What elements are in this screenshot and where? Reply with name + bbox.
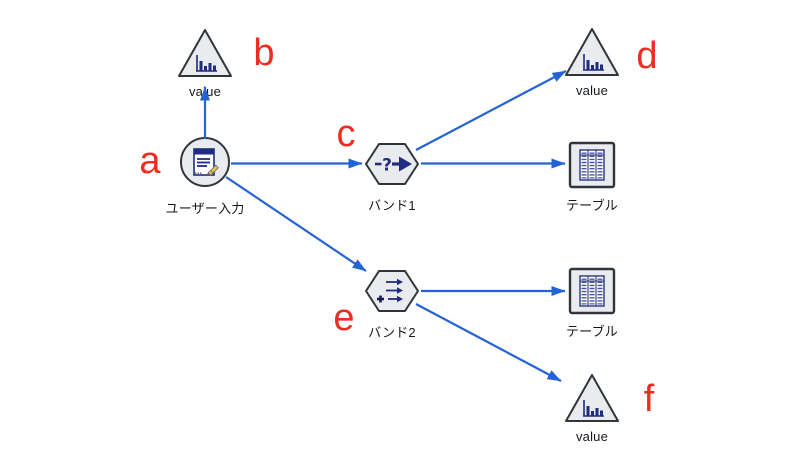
table-icon <box>579 275 605 307</box>
node-label: バンド2 <box>368 325 416 340</box>
annotation-letter-b: b <box>253 32 275 74</box>
node-graph-f[interactable]: value <box>564 373 620 444</box>
node-label: value <box>575 429 609 444</box>
node-user-input[interactable]: ユーザー入力 <box>166 136 244 216</box>
node-table-1[interactable]: テーブル <box>566 141 618 213</box>
histogram-icon <box>583 400 604 417</box>
node-label: テーブル <box>565 324 619 339</box>
annotation-letter-a: a <box>139 140 161 182</box>
histogram-icon <box>583 54 604 71</box>
user-input-icon <box>193 148 219 176</box>
derive-multi-icon <box>377 278 403 303</box>
histogram-icon <box>196 55 217 72</box>
annotation-letter-c: c <box>336 113 356 155</box>
pencil-icon <box>207 164 219 176</box>
annotation-letter-e: e <box>333 297 355 339</box>
node-graph-b[interactable]: value <box>177 28 233 99</box>
node-band1[interactable]: ? バンド1 <box>364 140 420 213</box>
edge-e-f[interactable] <box>415 303 562 382</box>
svg-text:?: ? <box>382 156 392 176</box>
annotation-letter-f: f <box>643 378 655 420</box>
node-label: バンド1 <box>368 198 416 213</box>
edge-c-d[interactable] <box>415 70 567 151</box>
node-table-2[interactable]: テーブル <box>566 267 618 339</box>
node-label: value <box>575 83 609 98</box>
annotation-letter-d: d <box>636 35 658 77</box>
edge-a-e[interactable] <box>225 176 367 272</box>
node-band2[interactable]: バンド2 <box>364 267 420 340</box>
derive-question-icon: ? <box>375 156 412 176</box>
node-graph-d[interactable]: value <box>564 27 620 98</box>
table-icon <box>579 149 605 181</box>
node-label: テーブル <box>565 198 619 213</box>
node-label: ユーザー入力 <box>165 201 245 216</box>
node-label: value <box>188 84 222 99</box>
